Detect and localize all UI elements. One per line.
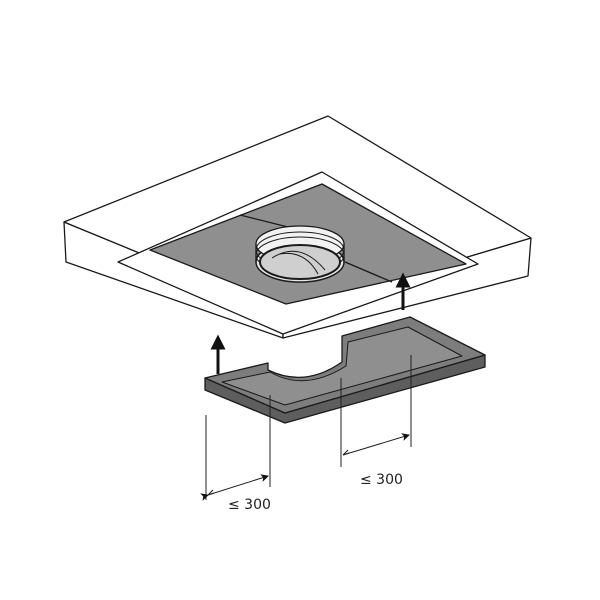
tray-inner-edge [221, 326, 463, 406]
dimension-label-right: ≤ 300 [360, 472, 403, 488]
dimension-arrow-right [342, 433, 410, 456]
dimension-arrow-left [200, 474, 269, 501]
lift-arrows [210, 272, 411, 374]
trim-tray [204, 316, 486, 424]
dimension-label-left: ≤ 300 [228, 497, 271, 513]
duct-collar [255, 225, 345, 283]
plate-seam [344, 261, 393, 283]
dimension-lines [200, 355, 412, 501]
